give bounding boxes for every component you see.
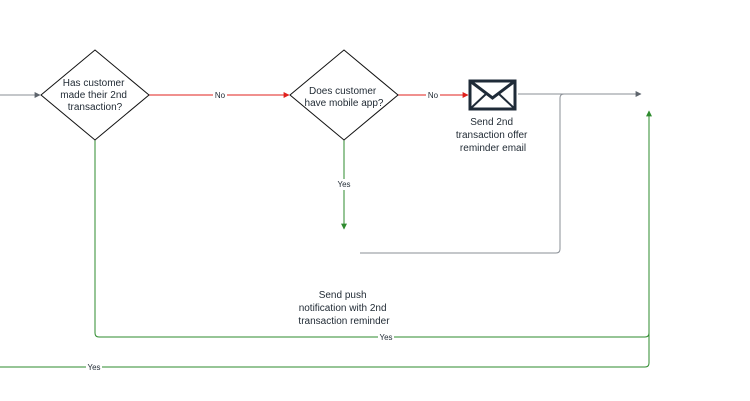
connector-transaction-yes[interactable] — [0, 110, 652, 368]
push-action-node[interactable]: Send push notification with 2nd transact… — [298, 290, 390, 327]
decision-transaction-line-1: Has customer — [63, 78, 125, 89]
edge-label-mobile-no: No — [426, 90, 440, 100]
edge-label-mobile-yes: Yes — [336, 179, 352, 190]
svg-text:Send 2nd transaction off: Send 2nd transaction offer reminder emai… — [456, 117, 530, 154]
email-action-node[interactable]: Send 2nd transaction offer reminder emai… — [456, 79, 530, 154]
decision-transaction-line-3: transaction? — [68, 102, 123, 113]
decision-mobile-line-1: Does customer — [309, 86, 377, 97]
svg-text:Has customer made their: Has customer made their 2nd transaction? — [60, 78, 130, 113]
svg-text:Yes: Yes — [337, 180, 350, 189]
connector-push-to-email-merge[interactable] — [360, 93, 565, 254]
svg-text:Yes: Yes — [87, 363, 100, 372]
decision-mobile-app-node[interactable]: Does customer have mobile app? — [289, 49, 399, 141]
push-action-line-3: transaction reminder — [298, 316, 390, 327]
edge-label-push-yes: Yes — [378, 332, 394, 342]
email-action-line-1: Send 2nd — [470, 117, 513, 128]
push-action-line-1: Send push — [319, 290, 367, 301]
edge-label-transaction-yes: Yes — [86, 362, 102, 372]
svg-text:Send push notification w: Send push notification with 2nd transact… — [298, 290, 390, 327]
decision-transaction-node[interactable]: Has customer made their 2nd transaction? — [40, 49, 150, 141]
email-action-line-3: reminder email — [460, 143, 526, 154]
svg-text:No: No — [428, 91, 439, 100]
svg-text:Does customer have mobil: Does customer have mobile app? — [305, 86, 384, 109]
edge-label-transaction-no: No — [213, 90, 227, 100]
svg-text:No: No — [215, 91, 226, 100]
envelope-icon — [468, 79, 517, 111]
email-action-line-2: transaction offer — [456, 130, 528, 141]
decision-transaction-line-2: made their 2nd — [60, 90, 127, 101]
push-action-line-2: notification with 2nd — [299, 303, 387, 314]
svg-text:Yes: Yes — [379, 333, 392, 342]
decision-mobile-line-2: have mobile app? — [305, 98, 384, 109]
